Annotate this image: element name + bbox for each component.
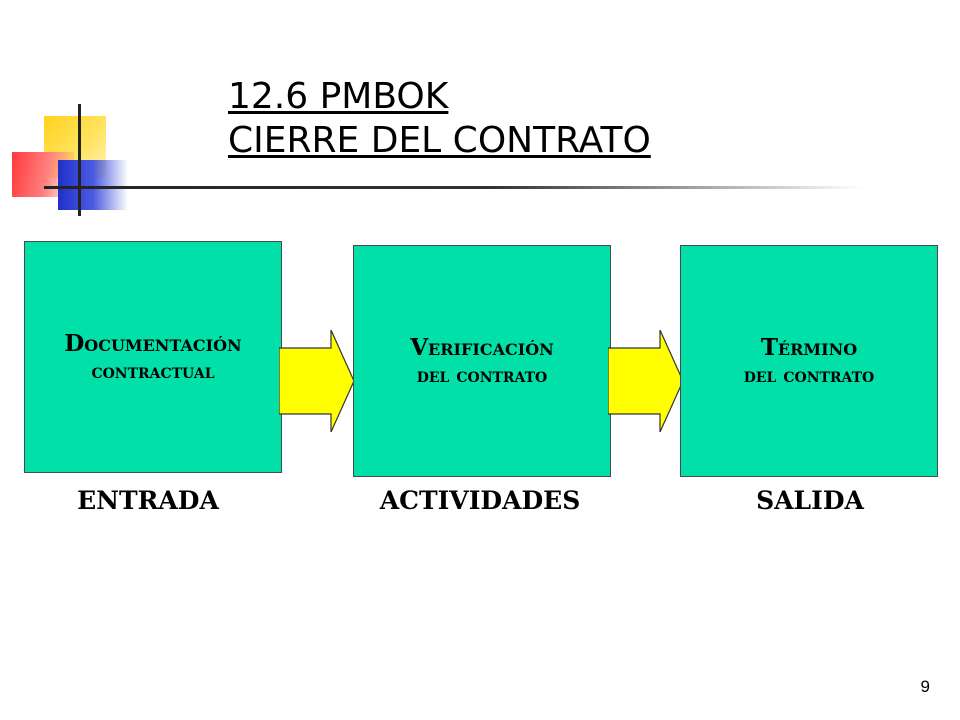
box-output-line-2: del contrato xyxy=(743,362,875,387)
process-box-input: Documentación contractual xyxy=(24,241,282,473)
box-input-line-1: Documentación xyxy=(64,330,242,358)
box-input-line-2: contractual xyxy=(91,358,215,383)
logo-blue-square xyxy=(58,160,128,210)
label-actividades: ACTIVIDADES xyxy=(379,486,581,515)
page-number: 9 xyxy=(920,677,930,696)
slide-title-line-1: 12.6 PMBOK xyxy=(228,76,449,117)
process-box-output: Término del contrato xyxy=(680,245,938,477)
logo-vertical-line xyxy=(78,104,81,216)
process-box-activities: Verificación del contrato xyxy=(353,245,611,477)
label-entrada: ENTRADA xyxy=(77,486,219,515)
slide-title-line-2: CIERRE DEL CONTRATO xyxy=(228,120,651,161)
label-salida: SALIDA xyxy=(756,486,864,515)
box-activities-line-2: del contrato xyxy=(416,362,548,387)
arrow-right-icon xyxy=(279,330,355,432)
arrow-right-icon xyxy=(608,330,684,432)
box-output-line-1: Término xyxy=(760,334,858,362)
box-activities-line-1: Verificación xyxy=(410,334,554,362)
title-divider-line xyxy=(44,186,864,189)
